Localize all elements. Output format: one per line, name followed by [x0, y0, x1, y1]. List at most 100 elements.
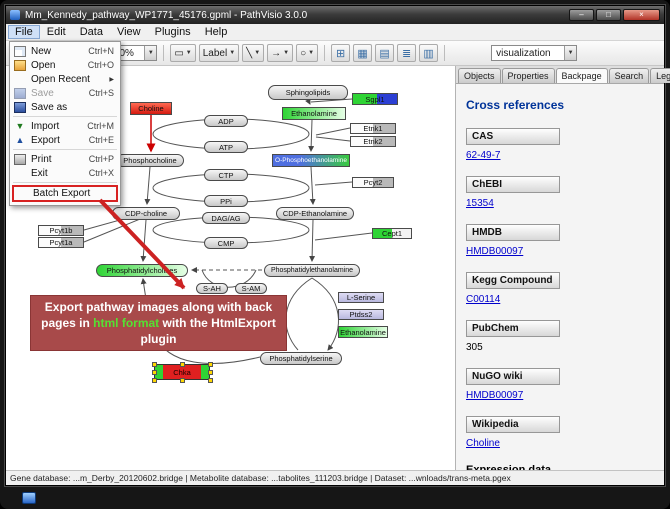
chevron-down-icon[interactable]: ▼ — [308, 50, 315, 56]
selection-handle[interactable] — [208, 362, 213, 367]
selection-handle[interactable] — [152, 370, 157, 375]
menu-item-export[interactable]: ▲ Export Ctrl+E — [10, 133, 120, 147]
titlebar[interactable]: Mm_Kennedy_pathway_WP1771_45176.gpml - P… — [6, 6, 664, 24]
node-cdp-ethanolamine[interactable]: CDP-Ethanolamine — [276, 207, 354, 220]
selection-handle[interactable] — [180, 362, 185, 367]
tab-legend[interactable]: Legend — [650, 68, 670, 83]
menu-item-new[interactable]: New Ctrl+N — [10, 44, 120, 58]
section-header-wikipedia[interactable]: Wikipedia — [466, 416, 560, 433]
menu-item-save[interactable]: Save Ctrl+S — [10, 86, 120, 100]
section-header-kegg[interactable]: Kegg Compound — [466, 272, 560, 289]
menu-data[interactable]: Data — [79, 26, 103, 38]
node-o-phosphoethanolamine[interactable]: O-Phosphoethanolamine — [272, 154, 350, 167]
node-phosphatidylcholines[interactable]: Phosphatidylcholines — [96, 264, 188, 277]
stack-button[interactable]: ≣ — [397, 44, 417, 62]
node-pcyt2[interactable]: Pcyt2 — [352, 177, 394, 188]
node-l-serine[interactable]: L-Serine — [338, 292, 384, 303]
node-chka-selected[interactable]: Chka — [152, 362, 213, 383]
menu-help[interactable]: Help — [204, 26, 228, 38]
node-sah[interactable]: S-AH — [196, 283, 228, 294]
taskbar-icon[interactable] — [22, 492, 36, 504]
align-vertical-button[interactable]: ▦ — [353, 44, 373, 62]
minimize-button[interactable]: – — [569, 9, 594, 21]
tab-backpage[interactable]: Backpage — [555, 68, 608, 83]
maximize-button[interactable]: □ — [596, 9, 621, 21]
datanode-tool-button[interactable]: ▭ ▼ — [170, 44, 196, 62]
node-atp[interactable]: ATP — [204, 141, 248, 153]
node-sphingolipids[interactable]: Sphingolipids — [268, 85, 348, 100]
link-kegg[interactable]: C00114 — [466, 294, 501, 305]
menu-file[interactable]: File — [8, 25, 40, 39]
link-cas[interactable]: 62-49-7 — [466, 150, 501, 161]
tab-objects[interactable]: Objects — [458, 68, 501, 83]
chevron-down-icon[interactable]: ▼ — [144, 46, 157, 60]
node-etnk2[interactable]: Etnk2 — [350, 136, 396, 147]
node-ethanolamine[interactable]: Ethanolamine — [282, 107, 346, 120]
selection-handle[interactable] — [180, 378, 185, 383]
menu-item-shortcut: Ctrl+M — [87, 121, 114, 131]
chevron-down-icon[interactable]: ▼ — [185, 50, 192, 56]
menu-item-batch-export[interactable]: Batch Export — [12, 185, 118, 202]
section-header-nugo[interactable]: NuGO wiki — [466, 368, 560, 385]
section-header-cas[interactable]: CAS — [466, 128, 560, 145]
distribute-button[interactable]: ▤ — [375, 44, 395, 62]
node-pcyt1b[interactable]: Pcyt1b — [38, 225, 84, 236]
menu-item-print[interactable]: Print Ctrl+P — [10, 152, 120, 166]
node-phosphocholine[interactable]: Phosphocholine — [116, 154, 184, 167]
menu-item-exit[interactable]: Exit Ctrl+X — [10, 166, 120, 180]
node-sgpl1[interactable]: Sgpl1 — [352, 93, 398, 105]
menu-item-open[interactable]: Open Ctrl+O — [10, 58, 120, 72]
link-nugo[interactable]: HMDB00097 — [466, 390, 524, 401]
chevron-down-icon[interactable]: ▼ — [229, 50, 236, 56]
selection-handle[interactable] — [152, 378, 157, 383]
menu-edit[interactable]: Edit — [46, 26, 66, 38]
menu-view[interactable]: View — [116, 26, 141, 38]
visualization-combobox[interactable]: visualization ▼ — [491, 45, 578, 61]
node-cept1[interactable]: Cept1 — [372, 228, 412, 239]
label-tool-button[interactable]: Label ▼ — [198, 44, 240, 62]
node-cmp[interactable]: CMP — [204, 237, 248, 249]
link-wikipedia[interactable]: Choline — [466, 438, 500, 449]
link-chebi[interactable]: 15354 — [466, 198, 494, 209]
node-sam[interactable]: S-AM — [235, 283, 267, 294]
node-ptdss2[interactable]: Ptdss2 — [338, 309, 384, 320]
connector-tool-button[interactable]: → ▼ — [267, 44, 294, 62]
group-button[interactable]: ▥ — [419, 44, 439, 62]
tab-search[interactable]: Search — [608, 68, 650, 83]
node-ppi[interactable]: PPi — [204, 195, 248, 207]
menu-item-label: Export — [31, 134, 60, 146]
menu-plugins[interactable]: Plugins — [154, 26, 191, 38]
chevron-down-icon[interactable]: ▼ — [283, 50, 290, 56]
node-cdp-choline[interactable]: CDP-choline — [112, 207, 180, 220]
node-dag[interactable]: DAG/AG — [202, 212, 250, 224]
selection-handle[interactable] — [152, 362, 157, 367]
node-etnk1[interactable]: Etnk1 — [350, 123, 396, 134]
section-header-pubchem[interactable]: PubChem — [466, 320, 560, 337]
callout-text: Export pathway images along with back pa… — [41, 299, 276, 348]
section-header-hmdb[interactable]: HMDB — [466, 224, 560, 241]
menu-item-import[interactable]: ▼ Import Ctrl+M — [10, 119, 120, 133]
node-phosphatidylethanolamine[interactable]: Phosphatidylethanolamine — [264, 264, 360, 277]
tab-properties[interactable]: Properties — [501, 68, 555, 83]
line-tool-button[interactable]: ╲ ▼ — [242, 44, 265, 62]
chevron-down-icon[interactable]: ▼ — [564, 46, 577, 60]
menu-item-open-recent[interactable]: Open Recent ▶ — [10, 72, 120, 86]
menu-item-label: Print — [31, 153, 52, 165]
selection-handle[interactable] — [208, 378, 213, 383]
link-hmdb[interactable]: HMDB00097 — [466, 246, 524, 257]
node-ethanolamine-2[interactable]: Ethanolamine — [338, 326, 388, 338]
align-horizontal-button[interactable]: ⊞ — [331, 44, 351, 62]
spacer-icon — [16, 188, 28, 199]
node-phosphatidylserine[interactable]: Phosphatidylserine — [260, 352, 342, 365]
node-ctp[interactable]: CTP — [204, 169, 248, 181]
shape-tool-button[interactable]: ○ ▼ — [296, 44, 319, 62]
menu-item-save-as[interactable]: Save as — [10, 100, 120, 114]
selection-handle[interactable] — [208, 370, 213, 375]
node-pcyt1a[interactable]: Pcyt1a — [38, 237, 84, 248]
node-adp[interactable]: ADP — [204, 115, 248, 127]
node-chka-label[interactable]: Chka — [163, 365, 201, 379]
close-button[interactable]: × — [623, 9, 660, 21]
node-choline[interactable]: Choline — [130, 102, 172, 115]
section-header-chebi[interactable]: ChEBI — [466, 176, 560, 193]
chevron-down-icon[interactable]: ▼ — [254, 50, 261, 56]
